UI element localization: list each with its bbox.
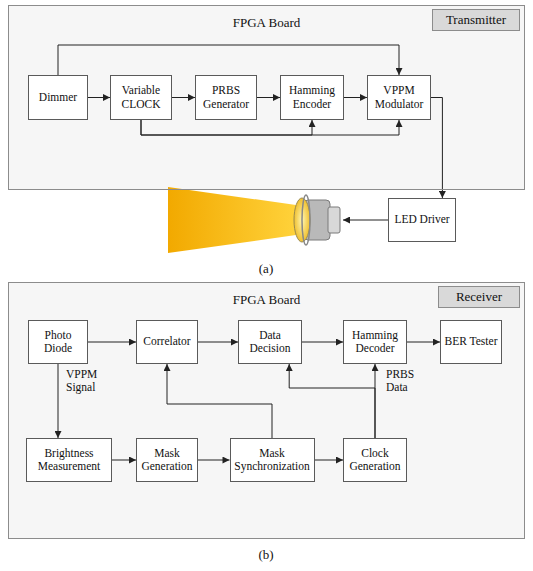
led-lamp	[294, 195, 340, 245]
signal-name: PRBS Data	[386, 368, 430, 394]
box-label: Hamming Decoder	[347, 329, 403, 355]
box-label: Data Decision	[242, 329, 298, 355]
process-box: PRBS Generator	[195, 75, 257, 120]
section-tag: Receiver	[438, 286, 520, 308]
signal-arrow	[167, 364, 272, 438]
process-box: Dimmer	[28, 75, 88, 120]
process-box: Mask Generation	[136, 438, 198, 482]
box-label: Transmitter	[446, 13, 506, 28]
signal-arrow	[58, 45, 399, 75]
signal-arrow	[112, 460, 136, 461]
signal-arrow	[375, 364, 376, 438]
signal-arrow	[88, 342, 136, 343]
signal-arrow	[198, 342, 238, 343]
process-box: Correlator	[136, 320, 198, 364]
led-rim	[302, 195, 310, 245]
process-box: Photo Diode	[28, 320, 88, 364]
box-label: Hamming Encoder	[284, 84, 340, 110]
process-box: Hamming Decoder	[343, 320, 407, 364]
process-box: Mask Synchronization	[230, 438, 315, 482]
signal-arrow	[198, 460, 230, 461]
box-label: Correlator	[143, 335, 190, 348]
led-base	[328, 207, 340, 233]
box-label: VPPM Modulator	[371, 84, 427, 110]
box-label: BER Tester	[445, 335, 498, 348]
signal-arrow	[141, 120, 312, 135]
process-box: BER Tester	[440, 320, 502, 364]
process-box: Brightness Measurement	[26, 438, 112, 482]
process-box: LED Driver	[388, 198, 456, 242]
signal-name: VPPM Signal	[66, 368, 110, 394]
signal-arrow	[431, 98, 442, 199]
box-label: PRBS Generator	[199, 84, 253, 110]
section-tag: Transmitter	[432, 9, 520, 31]
board-panel: FPGA BoardReceiverPhoto DiodeCorrelatorD…	[8, 282, 525, 539]
panel-ground	[8, 282, 525, 539]
box-label: Photo Diode	[32, 329, 84, 355]
process-box: Clock Generation	[343, 438, 407, 482]
signal-arrow	[172, 97, 195, 98]
box-label: Brightness Measurement	[30, 447, 108, 473]
light-beam	[168, 187, 296, 253]
driver-to-led-wire	[343, 220, 388, 221]
box-label: LED Driver	[394, 213, 449, 226]
board-panel: FPGA BoardTransmitterDimmerVariable CLOC…	[8, 5, 525, 190]
signal-arrow	[344, 97, 367, 98]
panel-ground	[8, 5, 525, 190]
box-label: Clock Generation	[347, 447, 403, 473]
box-label: Mask Generation	[140, 447, 194, 473]
signal-arrow	[407, 342, 440, 343]
process-box: Data Decision	[238, 320, 302, 364]
signal-arrow	[58, 364, 59, 438]
signal-arrow	[315, 460, 344, 461]
figure-caption: (b)	[236, 548, 296, 563]
figure-caption: (a)	[236, 262, 296, 277]
box-label: Mask Synchronization	[234, 447, 311, 473]
signal-arrow	[141, 120, 399, 135]
signal-arrow	[289, 364, 375, 438]
box-label: Dimmer	[39, 91, 77, 104]
process-box: Hamming Encoder	[280, 75, 344, 120]
signal-arrow	[257, 97, 280, 98]
signal-arrow	[88, 97, 110, 98]
box-label: Variable CLOCK	[114, 84, 168, 110]
box-label: Receiver	[456, 290, 502, 305]
process-box: Variable CLOCK	[110, 75, 172, 120]
process-box: VPPM Modulator	[367, 75, 431, 120]
signal-arrow	[302, 342, 343, 343]
